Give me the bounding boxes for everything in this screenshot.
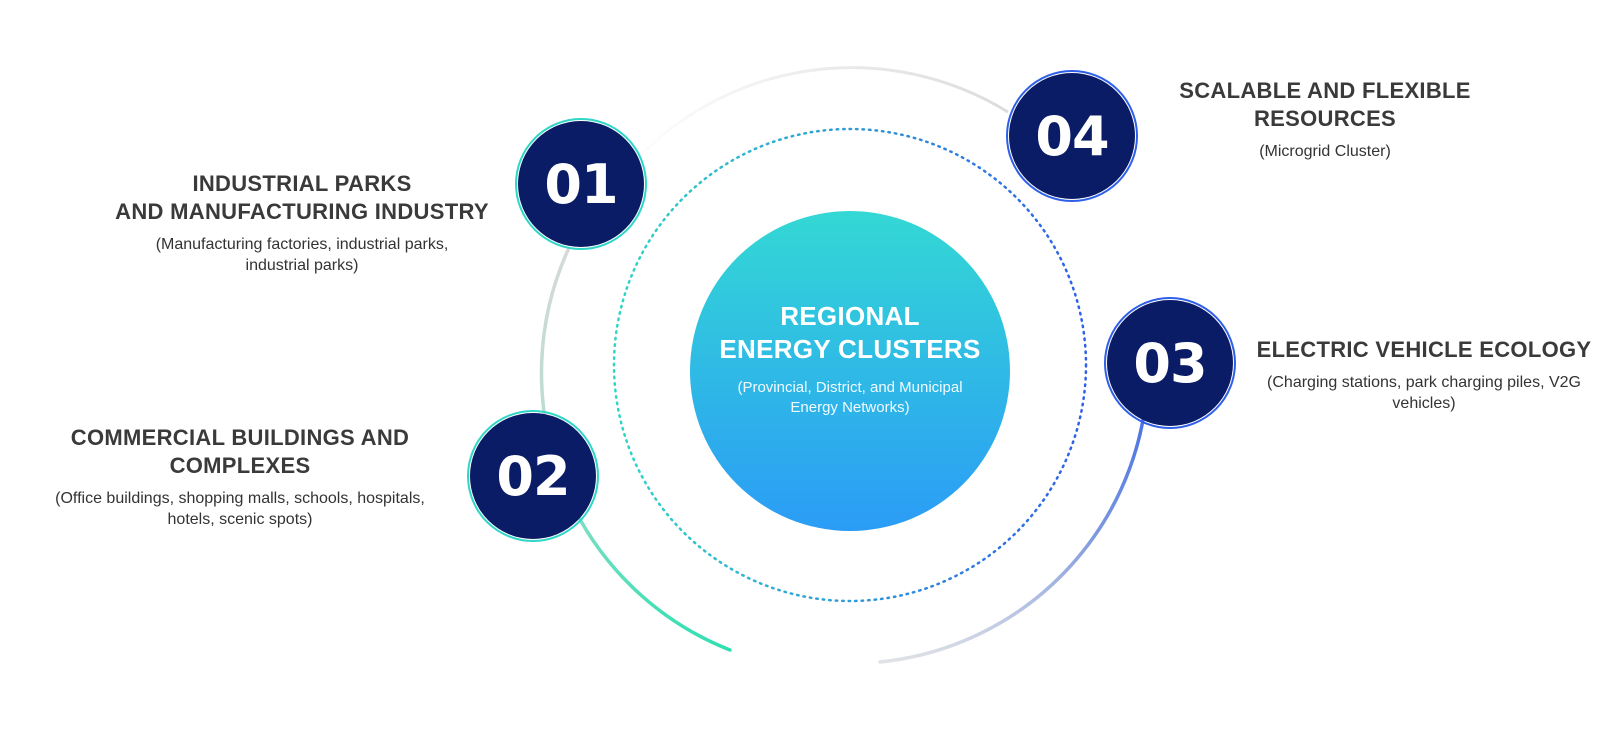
item-01-label: INDUSTRIAL PARKS AND MANUFACTURING INDUS… <box>80 170 524 276</box>
badge-04-ring <box>1006 70 1138 202</box>
center-title: REGIONAL ENERGY CLUSTERS <box>719 301 981 364</box>
item-02-description: (Office buildings, shopping malls, schoo… <box>55 490 425 528</box>
item-01-description: (Manufacturing factories, industrial par… <box>155 236 449 274</box>
item-03-label: ELECTRIC VEHICLE ECOLOGY (Charging stati… <box>1240 336 1608 414</box>
center-circle <box>690 211 1010 531</box>
item-01-title: INDUSTRIAL PARKS AND MANUFACTURING INDUS… <box>115 171 489 224</box>
badge-02: 02 <box>470 413 596 539</box>
outer-ring-top-arc <box>623 66 1009 173</box>
item-03-description: (Charging stations, park charging piles,… <box>1267 374 1581 412</box>
center-subtitle: (Provincial, District, and Municipal Ene… <box>737 379 963 416</box>
item-02-label: COMMERCIAL BUILDINGS AND COMPLEXES (Offi… <box>20 424 460 530</box>
dotted-ring <box>612 127 1088 603</box>
badge-03-ring <box>1104 297 1236 429</box>
center-label: REGIONAL ENERGY CLUSTERS (Provincial, Di… <box>680 300 1020 418</box>
item-04-label: SCALABLE AND FLEXIBLE RESOURCES (Microgr… <box>1160 77 1490 162</box>
badge-03: 03 <box>1107 300 1233 426</box>
item-04-title: SCALABLE AND FLEXIBLE RESOURCES <box>1179 78 1471 131</box>
item-04-description: (Microgrid Cluster) <box>1259 143 1391 160</box>
badge-01-ring <box>515 118 647 250</box>
badge-02-ring <box>467 410 599 542</box>
badge-04: 04 <box>1009 73 1135 199</box>
outer-ring-right-arc <box>878 363 1150 664</box>
item-02-title: COMMERCIAL BUILDINGS AND COMPLEXES <box>70 425 410 478</box>
badge-01: 01 <box>518 121 644 247</box>
item-03-title: ELECTRIC VEHICLE ECOLOGY <box>1256 337 1592 362</box>
